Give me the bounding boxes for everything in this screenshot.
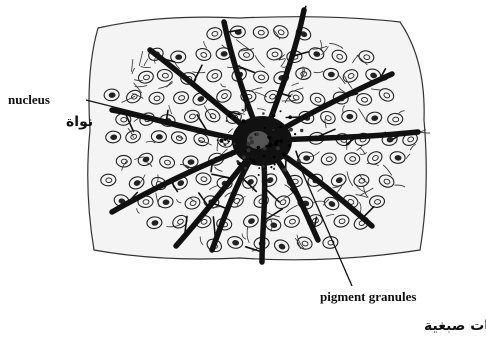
- pigment-granule: [246, 148, 250, 152]
- pigment-granule: [228, 114, 232, 118]
- pigment-granule: [288, 115, 292, 119]
- pigment-granule: [228, 140, 230, 142]
- cell-nucleus: [163, 200, 169, 205]
- pigment-granules-label-en: pigment granules: [320, 289, 416, 304]
- cell-nucleus: [109, 93, 115, 98]
- pigment-granule: [280, 110, 282, 112]
- cell-nucleus: [188, 160, 194, 165]
- pigment-granule: [250, 158, 252, 160]
- pigment-granule: [263, 155, 265, 157]
- pigment-granule: [268, 136, 271, 139]
- cell-nucleus: [347, 114, 353, 119]
- pigment-granule: [258, 167, 260, 169]
- pigment-granule: [274, 163, 276, 165]
- pigment-granule: [257, 146, 261, 150]
- cell-nucleus: [152, 220, 159, 225]
- pigment-granules-label-ar: حبيبات صبغية: [424, 318, 486, 334]
- pigment-granule: [300, 129, 303, 132]
- pigment-granule: [241, 119, 245, 123]
- pigment-granule: [262, 112, 265, 115]
- pigment-granule: [219, 139, 223, 143]
- pigment-granule: [242, 155, 246, 159]
- pigment-granule: [233, 143, 235, 145]
- pigment-granule: [276, 146, 280, 150]
- pigment-granule: [250, 140, 254, 144]
- pigment-granule: [249, 136, 252, 139]
- cell-nucleus: [156, 135, 162, 140]
- pigment-granule: [288, 144, 291, 147]
- cell-nucleus: [304, 156, 310, 161]
- nucleus-label-ar: نواة: [66, 114, 93, 130]
- pigment-granule: [270, 166, 272, 168]
- cell-nucleus: [111, 135, 117, 140]
- pigment-granule: [265, 145, 268, 148]
- pigment-granule: [264, 127, 266, 129]
- pigment-granule: [273, 156, 275, 158]
- pigment-granule: [272, 114, 275, 117]
- pigment-granule: [275, 141, 278, 144]
- pigment-granule: [262, 165, 265, 168]
- cell-nucleus: [371, 115, 378, 121]
- cell-nucleus: [328, 72, 334, 77]
- cell-nucleus: [395, 155, 402, 160]
- cell-nucleus: [221, 51, 227, 56]
- pigment-granule: [283, 168, 287, 172]
- nucleus-label-en: nucleus: [8, 92, 50, 107]
- pigment-granule: [289, 128, 293, 132]
- pigment-granule: [235, 130, 237, 132]
- pigment-granule: [242, 109, 244, 111]
- pigment-granule: [282, 152, 286, 156]
- pigment-granule: [279, 125, 282, 128]
- pigment-granule: [258, 174, 260, 176]
- pigment-granule: [226, 120, 228, 122]
- pigment-granule: [217, 139, 219, 141]
- pigment-granule: [224, 144, 227, 147]
- pigment-granule: [224, 139, 226, 141]
- pigment-granule: [236, 160, 239, 163]
- cell-nucleus: [176, 55, 182, 60]
- pigment-granule: [252, 159, 256, 163]
- pigment-granule: [247, 142, 251, 146]
- pigment-granule: [244, 167, 247, 170]
- pigment-granule: [268, 143, 272, 147]
- pigment-granule: [265, 170, 267, 172]
- pigment-granule: [272, 129, 274, 131]
- pigment-granule: [279, 139, 283, 143]
- pigment-granule: [294, 133, 296, 135]
- pigment-granule: [273, 168, 275, 170]
- pigment-granule: [256, 133, 259, 136]
